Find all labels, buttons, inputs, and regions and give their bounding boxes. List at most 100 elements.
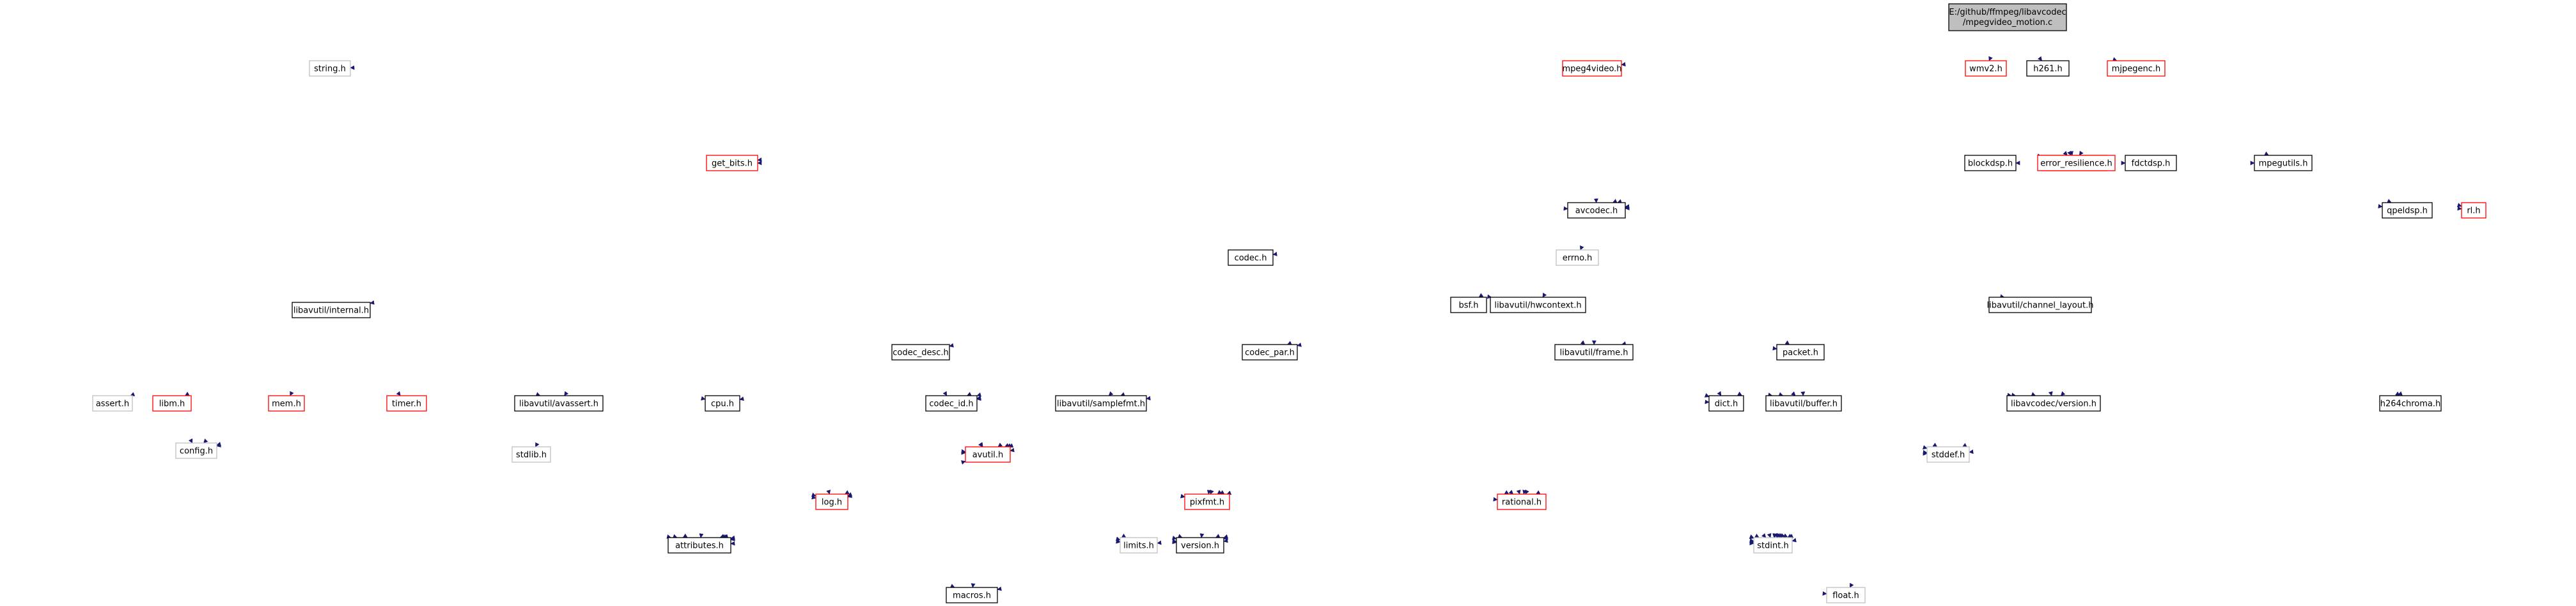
node-box xyxy=(946,587,998,603)
node-label: libavutil/buffer.h xyxy=(1770,400,1838,409)
edge-root-to-h261-h xyxy=(2037,56,2042,61)
node-label: libavutil/channel_layout.h xyxy=(1987,301,2094,311)
node-blockdsp-h[interactable]: blockdsp.h xyxy=(1964,155,2017,171)
node-libavutil-frame-h[interactable]: libavutil/frame.h xyxy=(1554,344,1634,361)
node-libm-h[interactable]: libm.h xyxy=(152,395,192,412)
edge-mem-h-to-avutil-h xyxy=(961,450,966,455)
edge-h261-h-to-rl-h xyxy=(2456,203,2462,207)
node-get-bits-h[interactable]: get_bits.h xyxy=(706,155,758,171)
node-libavutil-buffer-h[interactable]: libavutil/buffer.h xyxy=(1765,395,1842,412)
node-avcodec-h[interactable]: avcodec.h xyxy=(1567,202,1626,219)
edge-timer-h-to-limits-h xyxy=(1116,538,1121,543)
node-label: string.h xyxy=(314,65,346,74)
node-label: stddef.h xyxy=(1932,451,1965,460)
node-avutil-h[interactable]: avutil.h xyxy=(965,446,1011,463)
node-macros-h[interactable]: macros.h xyxy=(946,587,998,603)
edge-libavutil-hwcontext-h-to-libavutil-frame-h xyxy=(1580,340,1586,345)
node-wmv2-h[interactable]: wmv2.h xyxy=(1965,60,2007,77)
node-pixfmt-h[interactable]: pixfmt.h xyxy=(1184,493,1230,510)
node-mem-h[interactable]: mem.h xyxy=(268,395,305,412)
node-box xyxy=(2254,155,2313,171)
edge-libavutil-frame-h-to-rational-h xyxy=(1525,489,1529,495)
node-qpeldsp-h[interactable]: qpeldsp.h xyxy=(2382,202,2433,219)
node-box xyxy=(1753,537,1793,554)
node-label: wmv2.h xyxy=(1969,65,2002,74)
node-libavutil-channel-layout-h[interactable]: libavutil/channel_layout.h xyxy=(1987,297,2094,313)
edge-libavutil-internal-h-to-cpu-h xyxy=(701,396,706,401)
edge-codec-h-to-avutil-h xyxy=(997,442,1003,447)
node-label: stdint.h xyxy=(1757,541,1788,551)
node-version-h[interactable]: version.h xyxy=(1176,537,1224,554)
node-mjpegenc-h[interactable]: mjpegenc.h xyxy=(2107,60,2166,77)
node-libavcodec-version-h[interactable]: libavcodec/version.h xyxy=(2006,395,2101,412)
edge-dict-h-to-version-h xyxy=(1223,535,1228,540)
node-box xyxy=(1567,202,1626,219)
node-codec-desc-h[interactable]: codec_desc.h xyxy=(891,344,950,361)
node-label: libavutil/avassert.h xyxy=(519,400,598,409)
edge-codec-h-to-log-h xyxy=(844,490,850,495)
edge-mpeg4video-h-to-mpegvideo-h xyxy=(2037,153,2042,159)
node-fdctdsp-h[interactable]: fdctdsp.h xyxy=(2125,155,2177,171)
node-log-h[interactable]: log.h xyxy=(815,493,848,510)
edge-packet-h-to-libavcodec-version-h xyxy=(2011,392,2017,398)
node-box xyxy=(175,442,217,459)
node-rl-h[interactable]: rl.h xyxy=(2461,202,2486,219)
edge-packet-h-to-libavutil-buffer-h xyxy=(1800,391,1806,396)
node-box xyxy=(2125,155,2177,171)
node-cpu-h[interactable]: cpu.h xyxy=(705,395,740,412)
edge-pixfmt-h-to-version-h xyxy=(1199,533,1205,538)
node-packet-h[interactable]: packet.h xyxy=(1776,344,1825,361)
node-dict-h[interactable]: dict.h xyxy=(1708,395,1744,412)
edge-avutil-h-to-limits-h xyxy=(1121,533,1127,538)
node-label: libavutil/internal.h xyxy=(293,306,369,316)
node-libavutil-avassert-h[interactable]: libavutil/avassert.h xyxy=(514,395,604,412)
edge-codec-h-to-libavcodec-version-h xyxy=(2007,392,2012,398)
edge-root-to-mjpegenc-h xyxy=(2112,57,2118,61)
node-label: codec_id.h xyxy=(929,400,973,409)
edge-blockdsp-h-to-libavcodec-version-h xyxy=(2048,391,2053,396)
node-bsf-h[interactable]: bsf.h xyxy=(1450,297,1487,313)
edge-mjpegenc-h-to-mpegvideo-h xyxy=(2079,150,2084,156)
node-label: error_resilience.h xyxy=(2040,159,2112,169)
node-libavutil-samplefmt-h[interactable]: libavutil/samplefmt.h xyxy=(1055,395,1147,412)
edge-mpegutils-h-to-libavcodec-version-h xyxy=(2060,391,2066,396)
edge-libavutil-samplefmt-h-to-stdint-h xyxy=(1749,538,1754,543)
node-box xyxy=(667,537,731,554)
edge-avcodec-h-to-libavutil-frame-h xyxy=(1591,340,1596,345)
edge-qpeldsp-h-to-stddef-h xyxy=(1962,442,1967,447)
node-codec-par-h[interactable]: codec_par.h xyxy=(1242,344,1298,361)
node-label: float.h xyxy=(1832,591,1859,601)
node-box xyxy=(891,344,950,361)
node-box xyxy=(1497,493,1547,510)
node-h264chroma-h[interactable]: h264chroma.h xyxy=(2379,395,2442,412)
edge-root-to-qpeldsp-h xyxy=(2386,199,2392,203)
edge-libavutil-internal-h-to-limits-h xyxy=(1115,536,1121,541)
node-codec-h[interactable]: codec.h xyxy=(1228,249,1274,266)
node-codec-id-h[interactable]: codec_id.h xyxy=(925,395,978,412)
node-libavutil-hwcontext-h[interactable]: libavutil/hwcontext.h xyxy=(1490,297,1586,313)
node-root[interactable]: E:/github/ffmpeg/libavcodec/mpegvideo_mo… xyxy=(1948,3,2067,31)
node-label: h264chroma.h xyxy=(2380,400,2440,409)
edge-packet-h-to-version-h xyxy=(1223,534,1229,539)
edge-libavutil-internal-h-to-timer-h xyxy=(396,391,401,396)
node-box xyxy=(1926,446,1970,463)
edge-mpegutils-h-to-libavutil-frame-h xyxy=(1621,341,1627,346)
node-error-resilience-h[interactable]: error_resilience.h xyxy=(2037,155,2116,171)
edge-libm-h-to-config-h xyxy=(188,438,193,444)
node-mpeg4video-h[interactable]: mpeg4video.h xyxy=(1562,60,1622,77)
node-rational-h[interactable]: rational.h xyxy=(1497,493,1547,510)
node-attributes-h[interactable]: attributes.h xyxy=(667,537,731,554)
node-mpegutils-h[interactable]: mpegutils.h xyxy=(2254,155,2313,171)
node-label: macros.h xyxy=(953,591,991,601)
edge-wmv2-h-to-mpegvideo-h xyxy=(2063,151,2068,156)
edge-avcodec-h-to-libavcodec-version-h xyxy=(2031,392,2036,396)
edge-mem-h-to-attributes-h xyxy=(672,534,678,539)
edge-codec-par-h-to-stdint-h xyxy=(1749,534,1754,539)
node-box xyxy=(925,395,978,412)
node-timer-h[interactable]: timer.h xyxy=(386,395,427,412)
edge-libavutil-internal-h-to-stddef-h xyxy=(1923,450,1928,454)
node-h261-h[interactable]: h261.h xyxy=(2026,60,2070,77)
node-label: qpeldsp.h xyxy=(2387,206,2428,216)
node-libavutil-internal-h[interactable]: libavutil/internal.h xyxy=(292,302,371,318)
edge-bsf-h-to-codec-par-h xyxy=(1297,342,1302,347)
